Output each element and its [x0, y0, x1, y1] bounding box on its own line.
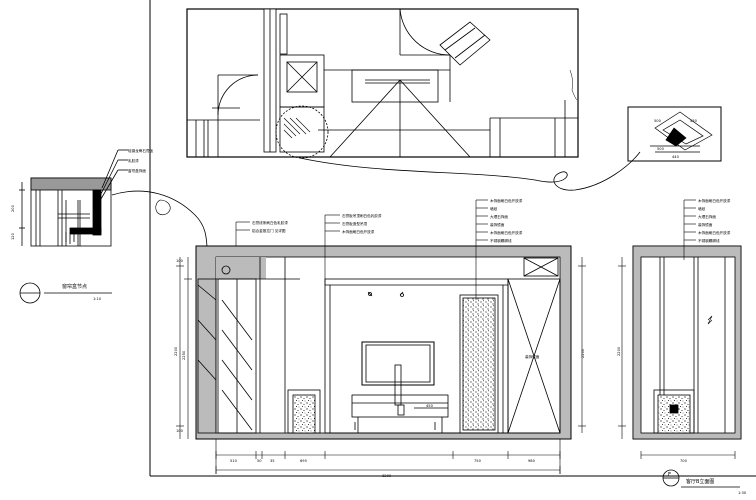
main-dim-bottom-3: 35: [270, 459, 275, 463]
drawing-title: 客厅B立面图: [686, 478, 714, 485]
keyplan-dim-1: 500: [654, 119, 662, 123]
main-dim-bottom-6: 980: [528, 459, 536, 463]
side-note-2: 墙纸: [698, 206, 706, 211]
side-dim-left: 2200: [617, 346, 621, 356]
detail-dim-bottom: 120: [11, 232, 15, 240]
keyplan-dim-2: 430: [690, 119, 698, 123]
leader-curve-plan: [299, 151, 641, 191]
detail-dim-top: 200: [11, 204, 15, 212]
detail-note-1: 轻钢龙骨石膏板: [128, 148, 154, 153]
note-c-4: 装饰镜面: [490, 222, 505, 227]
note-b-3: 木饰面刷白色开放漆: [342, 229, 375, 234]
sheet-frame: [149, 0, 756, 477]
main-dim-left-4: 100: [176, 429, 184, 433]
side-note-1: 木饰面刷白色开放漆: [698, 198, 731, 203]
side-note-4: 装饰镜面: [698, 222, 713, 227]
note-c-1: 木饰面刷白色开放漆: [490, 198, 523, 203]
title-block: E 客厅B立面图 1:30: [662, 469, 747, 495]
leader-loop: [155, 199, 171, 216]
main-dim-left-2: 2200: [174, 346, 178, 356]
keyplan-dim-4: 440: [672, 155, 680, 159]
side-note-3: 大理石饰面: [698, 214, 716, 219]
main-elevation: 450 装饰镜面: [195, 245, 572, 440]
title-marker: E: [668, 472, 671, 478]
main-elevation-dims: 100 2200 2250 100 2200 510 50 35 695 750…: [174, 257, 586, 478]
side-note-5: 木饰面刷白色开放漆: [698, 230, 731, 235]
note-a-2: 铝合金推拉门 见详图: [252, 228, 286, 233]
main-dim-left-1: 100: [176, 259, 184, 263]
side-dim-bottom: 700: [680, 459, 688, 463]
main-dim-total: 3200: [382, 474, 392, 478]
main-dim-right: 2200: [581, 348, 585, 358]
floor-plan: [186, 8, 579, 159]
side-elevation-dims: 2200 700 木饰面刷白色开放漆 墙纸 大理石饰面 装饰镜面 木饰面刷白色开…: [617, 198, 736, 463]
side-note-6: 不锈钢踢脚线: [698, 238, 720, 243]
note-b-1: 石膏板吊顶刷白色乳胶漆: [342, 213, 382, 218]
key-plan: 500 430 500 440: [627, 106, 722, 162]
note-c-2: 墙纸: [490, 206, 498, 211]
note-a-1: 石膏线条刷白色乳胶漆: [252, 220, 288, 225]
note-c-3: 大理石饰面: [490, 214, 508, 219]
side-elevation: [632, 245, 742, 440]
main-dim-bottom-1: 510: [230, 459, 238, 463]
main-dim-bottom-5: 750: [474, 459, 482, 463]
curtain-box-detail: 200 120 轻钢龙骨石膏板 乳胶漆 窗帘盒饰面 窗帘盒节点 1:10: [11, 148, 154, 304]
note-c-6: 不锈钢踢脚线: [490, 238, 512, 243]
keyplan-dim-3: 500: [657, 147, 665, 151]
note-c-5: 木饰面刷白色开放漆: [490, 230, 523, 235]
tv-cabinet-dim: 450: [426, 404, 434, 408]
main-dim-bottom-2: 50: [257, 459, 262, 463]
detail-note-3: 窗帘盒饰面: [128, 168, 146, 173]
main-dim-bottom-4: 695: [300, 459, 307, 463]
main-dim-left-3: 2250: [182, 350, 186, 360]
detail-note-2: 乳胶漆: [128, 158, 139, 163]
cabinet-label: 装饰镜面: [525, 354, 540, 359]
detail-title: 窗帘盒节点: [62, 283, 87, 290]
note-b-2: 石膏板造型吊顶: [342, 221, 368, 226]
detail-scale: 1:10: [93, 297, 102, 301]
drawing-scale: 1:30: [738, 491, 747, 495]
main-elevation-notes: 石膏线条刷白色乳胶漆 铝合金推拉门 见详图 石膏板吊顶刷白色乳胶漆 石膏板造型吊…: [235, 198, 523, 300]
